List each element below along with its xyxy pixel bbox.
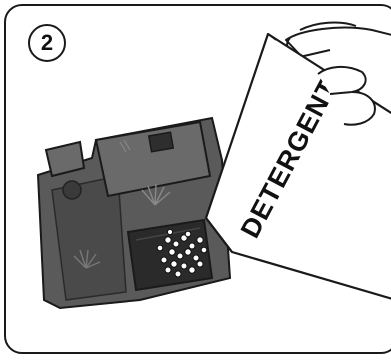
detergent-dispenser bbox=[38, 118, 230, 308]
